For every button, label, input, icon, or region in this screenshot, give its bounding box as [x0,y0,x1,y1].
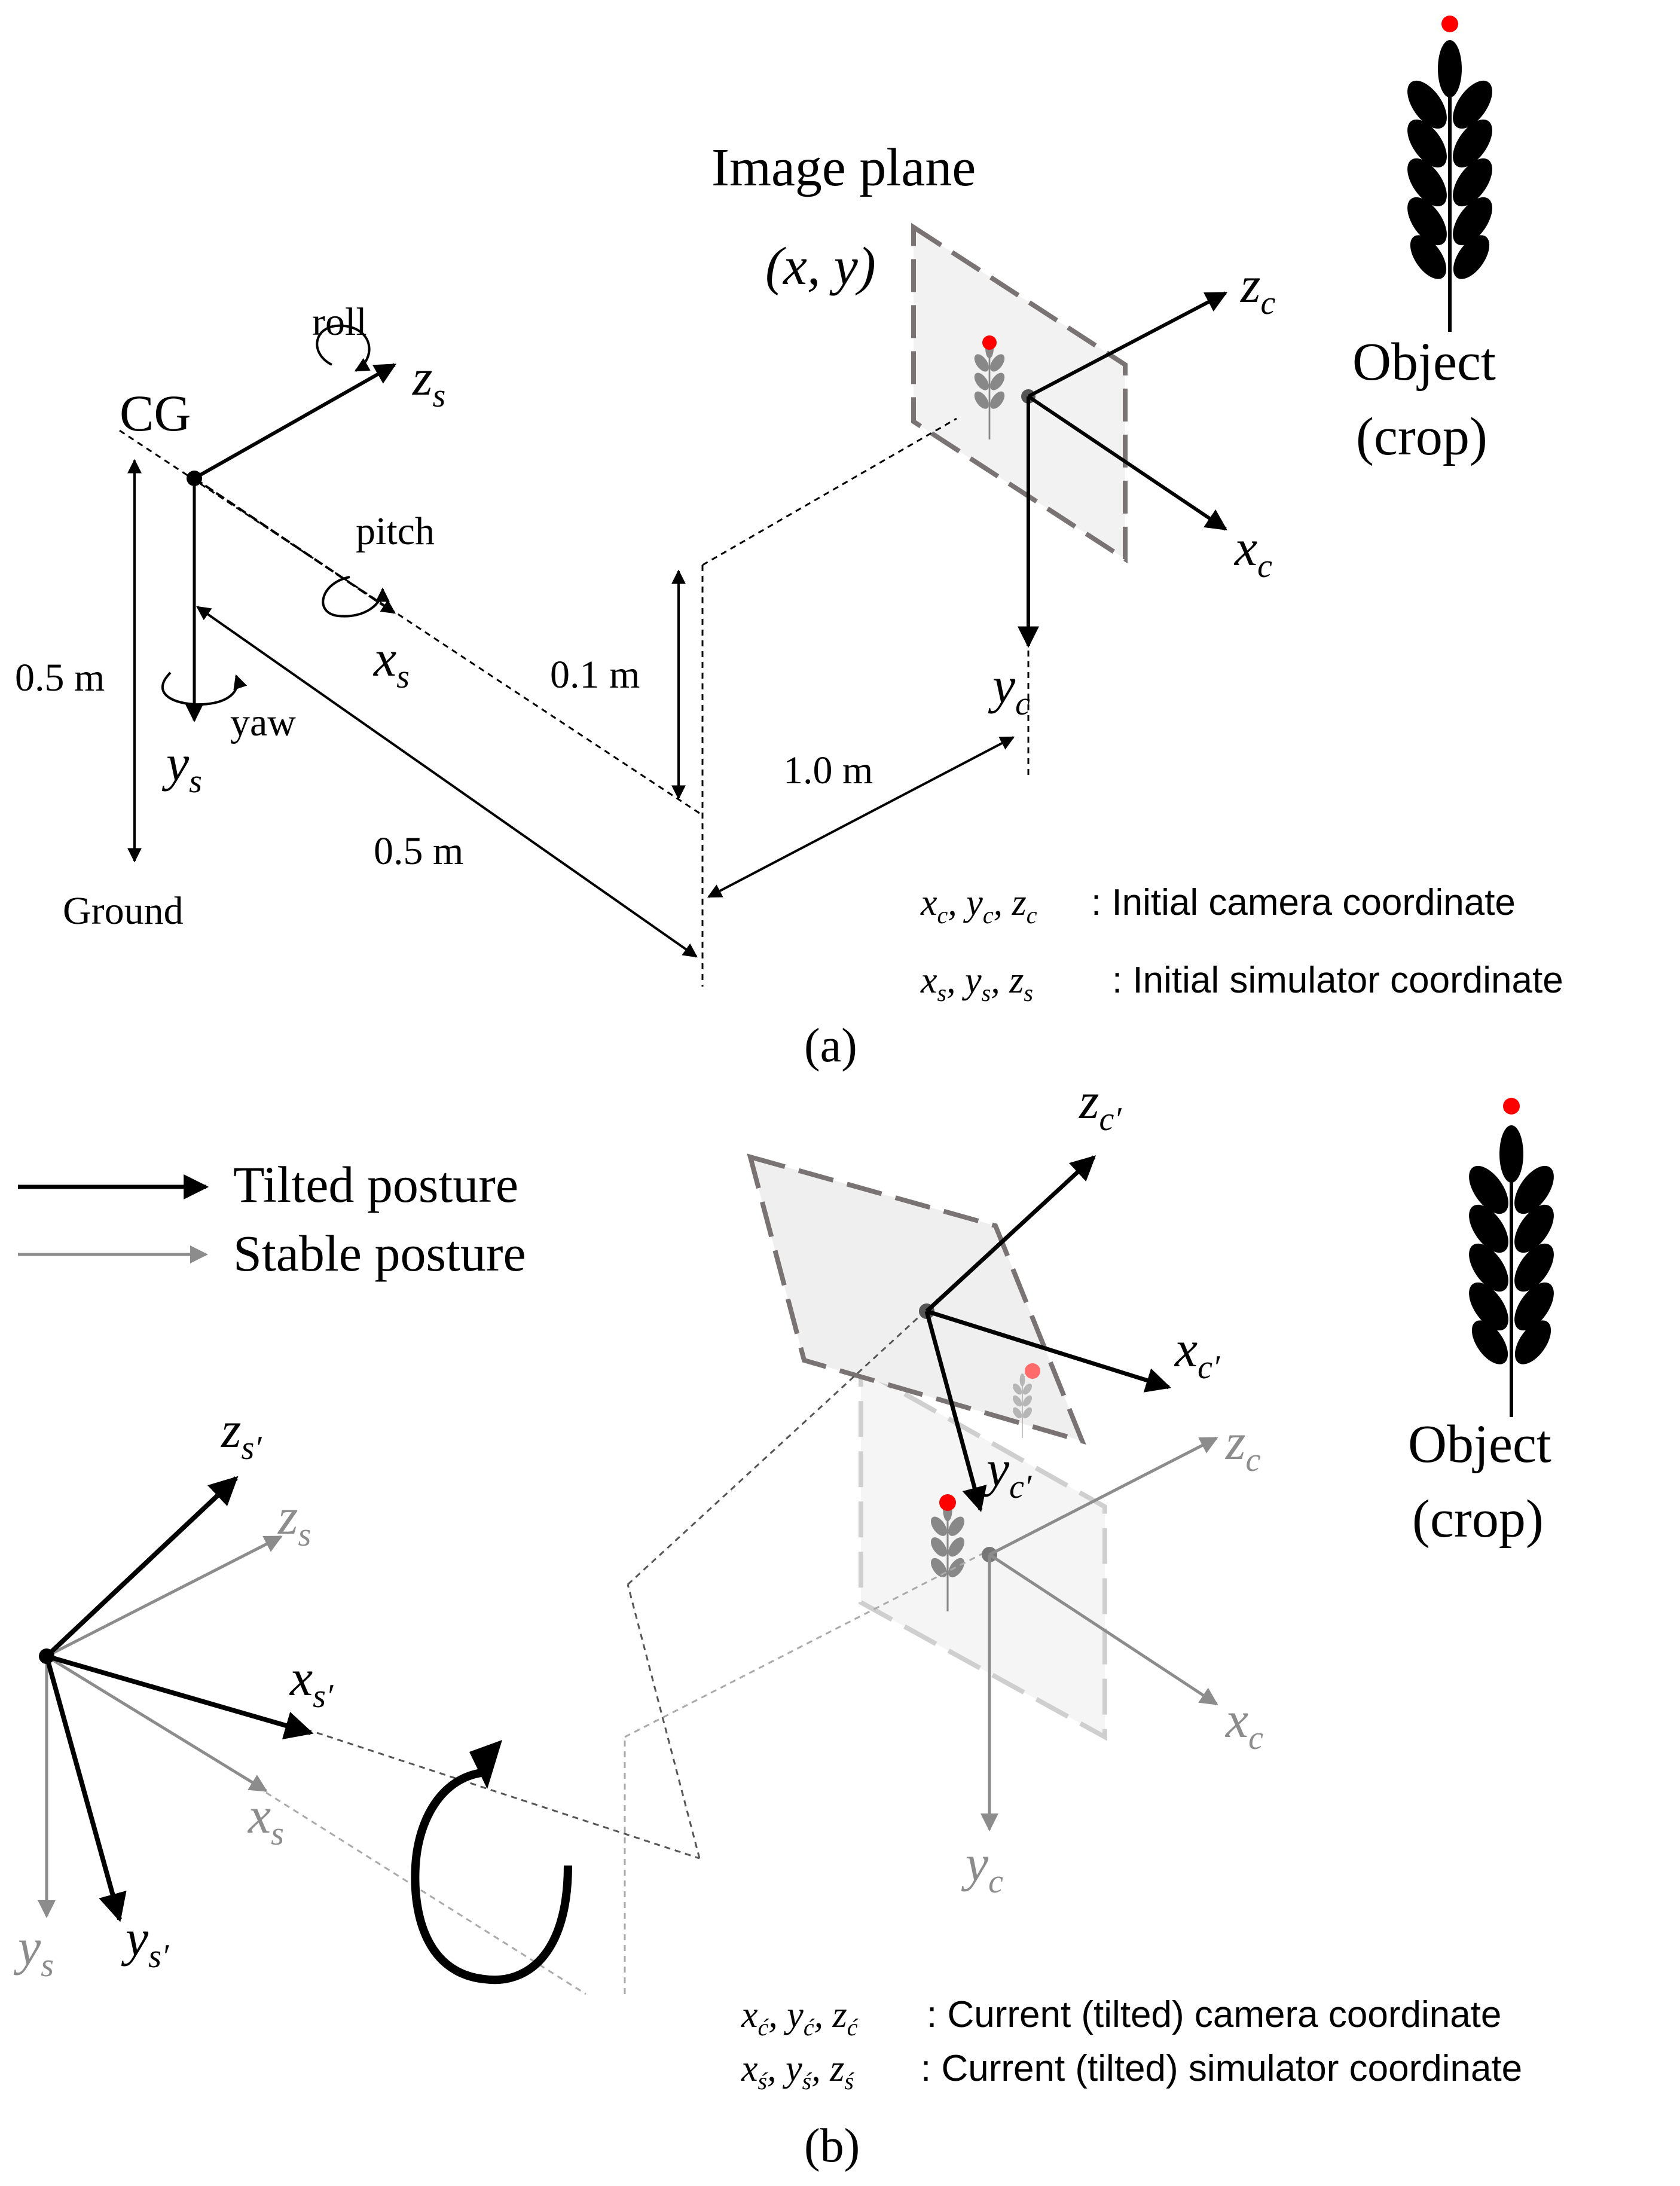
panel-a: Image plane (x, y) CG roll pitch yaw zs … [15,16,1563,1072]
axis-label-ys: ys [161,734,202,800]
axis-label-xs-stable: xs [247,1787,284,1852]
ground-label: Ground [63,889,184,933]
yc-axis-tilted [924,1311,987,1513]
camera-axes-tilted [919,1155,1172,1513]
xc-axis [1027,395,1227,531]
image-plane-coords: (x, y) [765,237,876,296]
legend-current-camera-symbols: xć, yć, zć [741,1995,859,2041]
caption-b: (b) [804,2120,860,2172]
pitch-icon [322,576,390,618]
legend-current-sim-text: : Current (tilted) simulator coordinate [921,2048,1522,2089]
camera-axes-a [1018,291,1228,648]
ys-axis-tilted [44,1655,127,1922]
camera-axes-stable [980,1436,1218,1831]
axis-label-zc: zc [1240,256,1275,322]
object-label-line1: Object [1352,332,1496,392]
object-label-line1: Object [1408,1415,1551,1474]
xs-axis-stable [45,1654,268,1793]
legend-camera-text: : Initial camera coordinate [1091,882,1516,923]
legend-camera-symbols: xc, yc, zc [920,883,1037,929]
dim-offset-label: 0.1 m [550,653,640,697]
object-dot-stable-image [939,1494,956,1511]
tilted-image-plane [747,1153,1086,1445]
panel-b: Tilted posture Stable posture [13,1072,1562,2172]
legend-sim-text: : Initial simulator coordinate [1112,960,1563,1001]
object-dot-image [982,335,997,350]
axis-label-yc-stable: yc [961,1834,1003,1900]
dim-forward-arrow [707,736,1015,898]
legend-sim-symbols: xs, ys, zs [920,960,1033,1006]
axis-label-zc-prime: zc′ [1079,1072,1122,1138]
axis-label-yc-prime: yc′ [982,1440,1032,1506]
axis-label-xc: xc [1233,519,1272,585]
object-dot-tilted-image [1025,1363,1040,1379]
guide-lines-b-stable [265,1550,987,1995]
simulator-axes-tilted [39,1476,314,1922]
axis-label-zs-prime: zs′ [221,1401,262,1467]
axis-label-ys-stable: ys [13,1918,54,1984]
object-dot [1441,16,1458,32]
xc-axis-stable [988,1553,1218,1706]
pitch-label: pitch [356,509,435,553]
rotation-arrow-icon [411,1740,572,1985]
zs-axis-tilted [45,1476,239,1658]
xs-axis [193,477,396,614]
zs-axis [193,363,397,480]
image-plane-title: Image plane [711,138,976,197]
yaw-label: yaw [230,701,296,744]
roll-icon [316,324,371,372]
zc-axis-stable [988,1436,1218,1556]
dim-forward-label: 1.0 m [783,749,873,792]
axis-label-zs: zs [412,349,445,414]
zs-axis-stable [45,1535,283,1658]
dim-lateral-arrow [196,606,698,958]
wheat-icon [1400,40,1500,332]
axis-label-yc: yc [988,657,1030,722]
guide-lines-b [316,1311,925,1860]
axis-label-xc-prime: xc′ [1174,1320,1220,1386]
image-plane [911,222,1128,564]
wheat-icon [1461,1125,1562,1417]
zc-axis [1027,291,1228,398]
axis-label-xc-stable: xc [1224,1691,1263,1757]
legend-tilted-label: Tilted posture [233,1156,518,1213]
xc-axis-tilted [925,1309,1172,1393]
axis-label-zc-stable: zc [1225,1413,1260,1479]
dim-height-label: 0.5 m [15,656,105,700]
dimension-arrows [127,459,1015,958]
dim-lateral-label: 0.5 m [374,829,463,873]
yaw-icon [161,671,248,706]
roll-label: roll [312,300,367,344]
legend-stable-label: Stable posture [233,1225,526,1282]
axis-label-ys-prime: ys′ [121,1909,169,1975]
xs-axis-tilted [45,1654,314,1740]
cg-label: CG [120,384,191,442]
object-label-line2: (crop) [1412,1489,1544,1549]
object-dot [1503,1098,1520,1115]
simulator-axes-a [185,363,397,722]
caption-a: (a) [804,1019,857,1072]
legend-current-sim-symbols: xś, yś, zś [741,2048,854,2095]
simulator-axes-stable [38,1535,283,1918]
zc-axis-tilted [925,1155,1096,1313]
axis-label-xs-prime: xs′ [289,1649,334,1715]
object-label-line2: (crop) [1356,407,1487,466]
legend-current-camera-text: : Current (tilted) camera coordinate [927,1994,1501,2035]
axis-label-xs: xs [372,630,410,695]
axis-label-zs-stable: zs [277,1488,311,1553]
